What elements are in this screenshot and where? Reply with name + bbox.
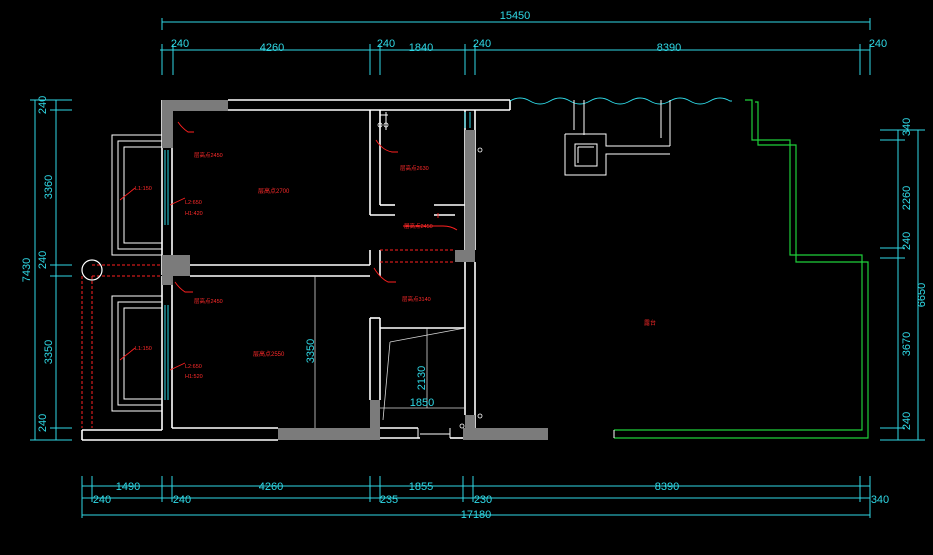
- dim-left-seg-5: 240: [37, 414, 49, 432]
- top-dimension-group: 15450 240 4260 240 1840 240 8390 240: [160, 10, 887, 75]
- right-dimension-group: 340 2260 240 3670 240 6650: [880, 118, 928, 441]
- dim-top-total: 15450: [500, 10, 531, 22]
- annotation-labels: 层高点2450 层高点2630 层高点2450 层高点2450 层高点3140 …: [135, 151, 656, 380]
- structural-columns: [162, 100, 548, 440]
- dim-bottom-upper-4: 8390: [655, 481, 679, 493]
- dim-top-seg-6: 8390: [657, 42, 681, 54]
- dim-interior-2130: 2130: [416, 366, 428, 390]
- window-note-b2: H1:520: [185, 374, 203, 380]
- dim-top-seg-5: 240: [473, 38, 491, 50]
- terrace-outline: [509, 97, 869, 439]
- dim-right-seg-5: 240: [901, 412, 913, 430]
- dim-bottom-upper-3: 1855: [409, 481, 433, 493]
- bottom-dimension-group: 1490 4260 1855 8390 240 240 235 230 340 …: [81, 476, 889, 521]
- dim-top-seg-7: 240: [869, 38, 887, 50]
- ceiling-note-1: 层高点2450: [194, 151, 223, 159]
- dim-right-seg-1: 340: [901, 118, 913, 136]
- annotation-leaders: [119, 121, 458, 371]
- dim-bottom-lower-2: 240: [173, 494, 191, 506]
- window-note-1: L1:150: [135, 186, 152, 192]
- dim-left-seg-2: 3360: [43, 175, 55, 199]
- dim-right-seg-2: 2260: [901, 186, 913, 210]
- dim-left-total: 7430: [21, 258, 33, 282]
- dim-bottom-lower-1: 240: [93, 494, 111, 506]
- left-dimension-group: 240 3360 240 3350 240 7430: [21, 96, 72, 441]
- dim-top-seg-4: 1840: [409, 42, 433, 54]
- dim-left-seg-1: 240: [37, 96, 49, 114]
- annotation-dashes: [81, 122, 483, 429]
- interior-dimensions: 3350 2130 1850: [305, 339, 434, 409]
- window-note-4: L2:650: [185, 364, 202, 370]
- dim-top-seg-3: 240: [377, 38, 395, 50]
- dim-right-seg-4: 3670: [901, 332, 913, 356]
- dim-bottom-upper-2: 4260: [259, 481, 283, 493]
- ceiling-note-3: 层高点2450: [194, 297, 223, 305]
- dim-bottom-lower-3: 235: [380, 494, 398, 506]
- terrace-chimney-fixture: [564, 133, 670, 176]
- dim-right-seg-3: 240: [901, 232, 913, 250]
- dim-interior-3350: 3350: [305, 339, 317, 363]
- dim-left-seg-4: 3350: [43, 340, 55, 364]
- ceiling-note-5: 层高点3140: [402, 295, 431, 303]
- dim-interior-1850: 1850: [410, 397, 434, 409]
- window-frames: [164, 112, 471, 400]
- dim-bottom-lower-4: 230: [474, 494, 492, 506]
- bay-window-upper: [111, 134, 163, 256]
- room-label-upper: 层高点2700: [258, 187, 290, 195]
- room-label-lower: 层高点2550: [253, 350, 285, 358]
- dim-bottom-upper-1: 1490: [116, 481, 140, 493]
- terrace-label: 露台: [644, 319, 656, 327]
- dim-left-seg-3: 240: [37, 251, 49, 269]
- ceiling-note-4: 层高点2450: [404, 222, 433, 230]
- dim-right-total: 6650: [916, 283, 928, 307]
- window-note-b1: H1:420: [185, 211, 203, 217]
- dim-bottom-total: 17180: [461, 509, 492, 521]
- dim-top-seg-2: 4260: [260, 42, 284, 54]
- bay-window-lower: [111, 295, 163, 412]
- dim-bottom-lower-5: 340: [871, 494, 889, 506]
- window-note-3: L1:150: [135, 346, 152, 352]
- ceiling-note-2: 层高点2630: [400, 164, 429, 172]
- dim-top-seg-1: 240: [171, 38, 189, 50]
- window-note-2: L2:650: [185, 200, 202, 206]
